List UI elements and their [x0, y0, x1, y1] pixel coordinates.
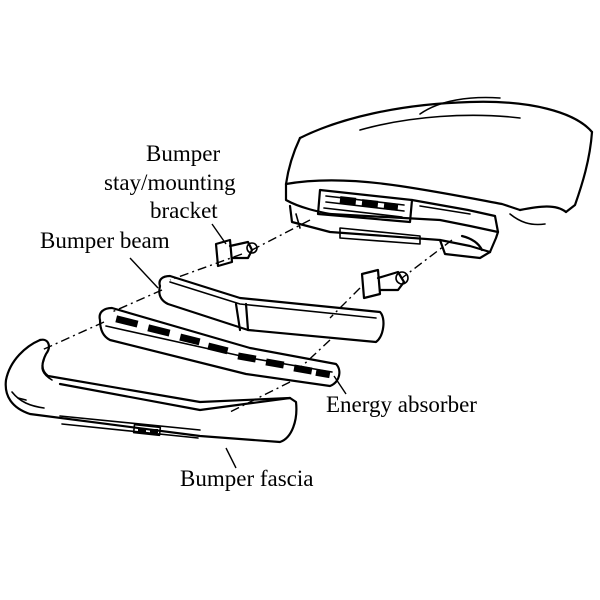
bumper-beam: [158, 274, 385, 344]
car-front-end: [284, 96, 594, 260]
fascia-label: Bumper fascia: [180, 466, 313, 491]
bumper-fascia: [4, 338, 298, 444]
fascia-leader-line: [225, 447, 237, 469]
bracket-label-line1: Bumper: [146, 141, 220, 166]
absorber-label: Energy absorber: [326, 392, 477, 417]
bracket-label-line2: stay/mounting: [104, 170, 236, 195]
alignment-lines: [41, 219, 453, 413]
beam-leader-line: [129, 257, 159, 289]
bracket-label-line3: bracket: [150, 198, 218, 223]
bracket-leader-line: [211, 223, 227, 245]
energy-absorber: [98, 306, 341, 388]
right-mounting-bracket: [360, 268, 409, 300]
left-mounting-bracket: [214, 238, 258, 268]
beam-label: Bumper beam: [40, 228, 170, 253]
absorber-leader-line: [333, 375, 347, 395]
